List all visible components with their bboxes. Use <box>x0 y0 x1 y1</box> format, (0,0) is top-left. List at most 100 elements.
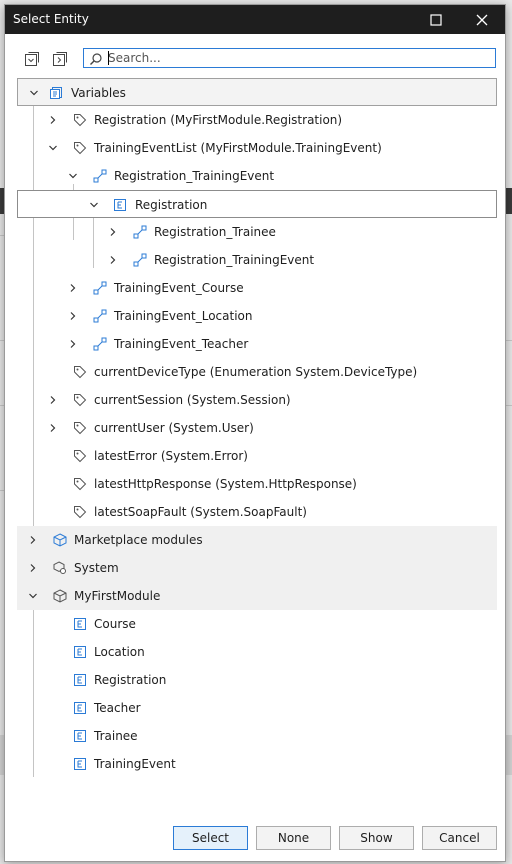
tree-node-entity-teacher[interactable]: Teacher <box>17 694 497 722</box>
cancel-button[interactable]: Cancel <box>422 826 497 850</box>
tree-node-myfirstmodule[interactable]: MyFirstModule <box>17 582 497 610</box>
tree-node-marketplace-modules[interactable]: Marketplace modules <box>17 526 497 554</box>
tree-node-variables[interactable]: Variables <box>17 78 497 106</box>
tag-icon <box>73 421 87 435</box>
text-caret <box>108 51 109 65</box>
tree-guide-line <box>93 212 94 268</box>
tree-node-entity-trainingevent[interactable]: TrainingEvent <box>17 750 497 778</box>
tag-icon <box>73 113 87 127</box>
tag-icon <box>73 477 87 491</box>
tree-node-label: Course <box>94 617 136 631</box>
tree-node-currentsession[interactable]: currentSession (System.Session) <box>17 386 497 414</box>
tree-node-entity-course[interactable]: Course <box>17 610 497 638</box>
module-box-icon <box>53 589 67 603</box>
tree-node-label: Registration_TrainingEvent <box>154 253 315 267</box>
chevron-right-icon[interactable] <box>47 114 59 126</box>
variable-name: latestHttpResponse <box>94 477 212 491</box>
tree-node-association-registration-trainee[interactable]: Registration_Trainee <box>17 218 497 246</box>
none-button[interactable]: None <box>256 826 331 850</box>
variable-name: latestSoapFault <box>94 505 187 519</box>
entity-icon <box>73 645 87 659</box>
chevron-down-icon[interactable] <box>67 170 79 182</box>
expand-all-button[interactable] <box>51 50 69 68</box>
maximize-button[interactable] <box>413 5 459 34</box>
variable-name: latestError <box>94 449 157 463</box>
module-box-icon <box>53 533 67 547</box>
entity-icon <box>73 757 87 771</box>
chevron-right-icon[interactable] <box>67 338 79 350</box>
variable-name: currentDeviceType <box>94 365 206 379</box>
background-divider <box>504 340 512 341</box>
association-icon <box>93 281 107 295</box>
variable-type: (System.SoapFault) <box>190 505 307 519</box>
tree-node-label: Registration <box>135 198 208 212</box>
chevron-right-icon[interactable] <box>47 422 59 434</box>
entity-icon <box>73 729 87 743</box>
tree-node-entity-registration[interactable]: Registration <box>17 666 497 694</box>
tree-node-currentuser[interactable]: currentUser (System.User) <box>17 414 497 442</box>
tree-node-label: Variables <box>71 86 126 100</box>
tree-node-label: Registration_Trainee <box>154 225 276 239</box>
association-icon <box>93 309 107 323</box>
tree-node-entity-location[interactable]: Location <box>17 638 497 666</box>
tree-node-label: Trainee <box>94 729 138 743</box>
collapse-all-button[interactable] <box>23 50 41 68</box>
entity-icon <box>73 673 87 687</box>
tree-node-currentdevicetype[interactable]: currentDeviceType (Enumeration System.De… <box>17 358 497 386</box>
tree-node-registration-entity-focused[interactable]: Registration <box>17 190 497 218</box>
tree-node-association-trainingevent-teacher[interactable]: TrainingEvent_Teacher <box>17 330 497 358</box>
tree-node-association-trainingevent-course[interactable]: TrainingEvent_Course <box>17 274 497 302</box>
tag-icon <box>73 505 87 519</box>
expand-all-icon <box>53 52 67 66</box>
background-app-panel <box>504 735 512 775</box>
variable-type: (System.HttpResponse) <box>215 477 357 491</box>
search-box[interactable] <box>83 48 496 68</box>
tree-node-system[interactable]: System <box>17 554 497 582</box>
association-icon <box>133 225 147 239</box>
chevron-right-icon[interactable] <box>67 282 79 294</box>
chevron-right-icon[interactable] <box>67 310 79 322</box>
tree-node-registration-variable[interactable]: Registration (MyFirstModule.Registration… <box>17 106 497 134</box>
variable-name: Registration <box>94 113 167 127</box>
select-button[interactable]: Select <box>173 826 248 850</box>
chevron-right-icon[interactable] <box>107 226 119 238</box>
tag-icon <box>73 393 87 407</box>
tree-node-trainingeventlist[interactable]: TrainingEventList (MyFirstModule.Trainin… <box>17 134 497 162</box>
tree-node-entity-trainee[interactable]: Trainee <box>17 722 497 750</box>
tree-node-label: TrainingEvent_Location <box>114 309 253 323</box>
tree-node-label: Teacher <box>94 701 141 715</box>
variable-name: currentUser <box>94 421 165 435</box>
chevron-down-icon[interactable] <box>27 590 39 602</box>
chevron-down-icon[interactable] <box>47 142 59 154</box>
search-input[interactable] <box>108 50 488 66</box>
tree-node-association-registration-trainingevent-child[interactable]: Registration_TrainingEvent <box>17 246 497 274</box>
tree-node-association-registration-trainingevent[interactable]: Registration_TrainingEvent <box>17 162 497 190</box>
tag-icon <box>73 449 87 463</box>
system-module-icon <box>53 561 67 575</box>
tree-guide-line <box>33 100 34 777</box>
tree-node-label: TrainingEvent_Course <box>114 281 244 295</box>
show-button[interactable]: Show <box>339 826 414 850</box>
chevron-right-icon[interactable] <box>27 534 39 546</box>
variable-type: (System.Session) <box>186 393 291 407</box>
tree-node-label: Location <box>94 645 145 659</box>
entity-icon <box>73 701 87 715</box>
variable-type: (MyFirstModule.TrainingEvent) <box>200 141 382 155</box>
chevron-right-icon[interactable] <box>47 394 59 406</box>
chevron-down-icon[interactable] <box>88 199 100 211</box>
chevron-down-icon[interactable] <box>28 87 40 99</box>
chevron-right-icon[interactable] <box>107 254 119 266</box>
tree-node-association-trainingevent-location[interactable]: TrainingEvent_Location <box>17 302 497 330</box>
association-icon <box>93 169 107 183</box>
tree-node-label: TrainingEvent <box>94 757 176 771</box>
tree-node-latesterror[interactable]: latestError (System.Error) <box>17 442 497 470</box>
association-icon <box>133 253 147 267</box>
title-bar: Select Entity <box>5 5 505 34</box>
tree-node-latesthttpresponse[interactable]: latestHttpResponse (System.HttpResponse) <box>17 470 497 498</box>
chevron-right-icon[interactable] <box>27 562 39 574</box>
variable-type: (MyFirstModule.Registration) <box>170 113 343 127</box>
variables-icon <box>49 86 63 100</box>
close-button[interactable] <box>459 5 505 34</box>
variable-name: TrainingEventList <box>94 141 197 155</box>
tree-node-latestsoapfault[interactable]: latestSoapFault (System.SoapFault) <box>17 498 497 526</box>
